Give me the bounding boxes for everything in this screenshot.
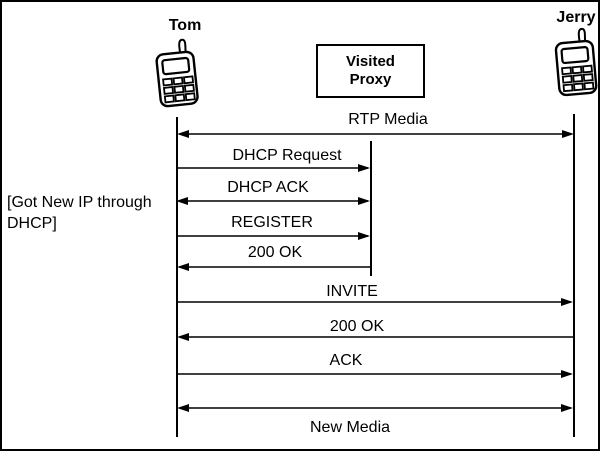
message-label-new-media: New Media <box>309 419 391 436</box>
visited-proxy-label-line2: Proxy <box>349 71 392 88</box>
message-label-register: REGISTER <box>231 214 313 231</box>
visited-proxy-box: Visited Proxy <box>316 44 425 98</box>
cell-phone-icon <box>554 27 598 97</box>
message-label-ack: ACK <box>329 352 363 369</box>
message-label-dhcp-request: DHCP Request <box>232 147 342 164</box>
visited-proxy-label-line1: Visited <box>346 53 395 70</box>
arrowheads <box>176 130 574 412</box>
message-label-dhcp-ack: DHCP ACK <box>227 179 309 196</box>
message-label-rtp-media: RTP Media <box>348 111 428 128</box>
dhcp-state-annotation: [Got New IP through DHCP] <box>7 194 152 232</box>
message-label-200ok-upper: 200 OK <box>247 244 303 261</box>
actor-label-jerry: Jerry <box>556 9 596 26</box>
message-label-invite: INVITE <box>326 283 378 300</box>
message-label-200ok-lower: 200 OK <box>329 318 385 335</box>
cell-phone-icon <box>155 38 199 108</box>
actor-label-tom: Tom <box>168 17 202 34</box>
